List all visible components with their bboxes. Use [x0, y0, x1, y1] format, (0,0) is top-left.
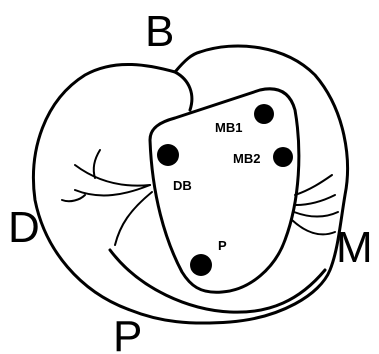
canal-label-mb2: MB2	[233, 151, 260, 166]
distal-groove-3	[115, 192, 152, 245]
mesial-groove-3	[294, 212, 338, 217]
canal-label-db: DB	[173, 178, 192, 193]
surface-label-distal: D	[8, 203, 40, 252]
surface-label-buccal: B	[145, 7, 174, 56]
palatal-inner-wall	[110, 250, 325, 312]
distal-groove-4	[94, 150, 100, 178]
mesial-groove-2	[296, 195, 335, 205]
mesial-groove-1	[295, 175, 332, 195]
canal-label-p: P	[218, 238, 227, 253]
distal-groove-5	[62, 195, 85, 201]
canal-db-dot	[157, 144, 179, 166]
buccal-inner-wall	[175, 72, 192, 110]
canal-mb2-dot	[273, 147, 293, 167]
surface-label-palatal: P	[113, 312, 142, 354]
canal-label-mb1: MB1	[215, 120, 242, 135]
canal-mb1-dot	[254, 104, 274, 124]
mesial-groove-4	[292, 220, 335, 234]
distal-groove-1	[75, 165, 150, 186]
canal-p-dot	[190, 254, 212, 276]
surface-label-mesial: M	[336, 223, 373, 272]
